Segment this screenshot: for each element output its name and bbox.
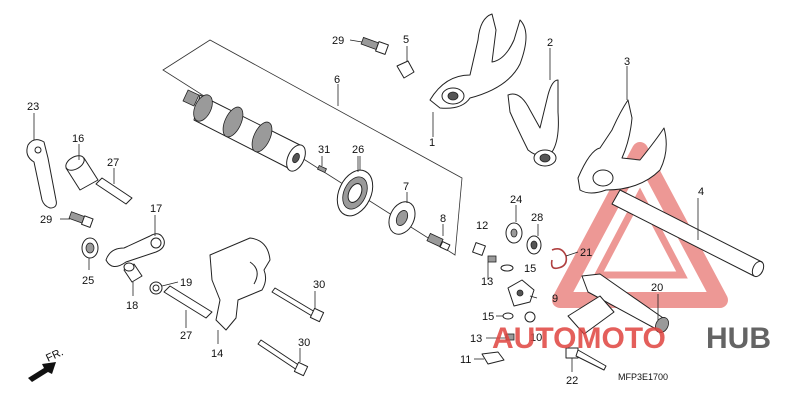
collar-16 [65, 155, 99, 191]
washer-10 [524, 311, 536, 323]
washer-24 [505, 222, 523, 244]
watermark-text-b: HUB [706, 322, 771, 355]
bracket-hole [34, 146, 42, 154]
callout-13a: 13 [481, 276, 493, 288]
return-spring [149, 281, 163, 295]
callout-11: 11 [460, 354, 471, 366]
clip-11 [481, 351, 505, 365]
callout-14: 14 [211, 348, 223, 360]
callout-4: 4 [698, 186, 704, 198]
bracket-23 [26, 139, 57, 209]
callout-17: 17 [150, 203, 162, 215]
diagram-code: MFP3E1700 [618, 372, 668, 382]
callout-18: 18 [126, 300, 138, 312]
bearing [336, 169, 374, 217]
part-13-lower [505, 333, 515, 341]
callout-7: 7 [403, 181, 409, 193]
callout-27b: 27 [180, 330, 192, 342]
drum-center [388, 201, 416, 235]
washer-25 [81, 237, 99, 259]
pin [316, 164, 328, 174]
drum-center-bolt [426, 232, 451, 251]
callout-20: 20 [651, 282, 663, 294]
gearshift-spindle [567, 273, 669, 335]
bolt-30-upper [271, 287, 325, 323]
pin-27-upper [95, 177, 133, 205]
spring-21 [550, 248, 568, 270]
callout-29a: 29 [332, 35, 344, 47]
callout-13b: 13 [470, 333, 482, 345]
bolt-top [360, 36, 389, 55]
callout-6: 6 [334, 74, 340, 86]
callout-15a: 15 [524, 263, 536, 275]
callout-19: 19 [180, 277, 192, 289]
front-direction-arrow-icon [28, 362, 56, 382]
callout-5: 5 [403, 34, 409, 46]
guide-plate [209, 237, 271, 331]
callout-10: 10 [530, 332, 542, 344]
shift-fork-3 [577, 99, 667, 194]
collar-28 [526, 235, 542, 255]
callout-3: 3 [624, 56, 630, 68]
part-13-upper [487, 255, 497, 263]
callout-29b: 29 [40, 214, 52, 226]
callout-30a: 30 [313, 279, 325, 291]
stopper-arm [105, 233, 165, 267]
shift-fork-1 [429, 13, 527, 109]
callout-21: 21 [580, 247, 592, 259]
stopper-plate [396, 60, 415, 79]
fork-shaft [611, 189, 765, 278]
shift-spindle-arm [507, 279, 535, 307]
shift-drum [182, 89, 306, 172]
collar-18 [123, 262, 143, 283]
direction-label: FR. [44, 346, 65, 364]
shift-fork-2 [507, 79, 559, 167]
callout-15b: 15 [482, 311, 494, 323]
part-callouts: 1 2 3 4 5 6 7 8 9 10 11 12 13 13 14 15 1… [27, 34, 704, 387]
callout-30b: 30 [298, 337, 310, 349]
drum-assembly-frame [162, 39, 463, 256]
callout-1: 1 [429, 137, 435, 149]
spring-15-lower [502, 312, 514, 320]
bolt-left [68, 211, 94, 228]
callout-8: 8 [440, 213, 446, 225]
callout-12: 12 [476, 220, 488, 232]
callout-2: 2 [547, 37, 553, 49]
callout-9: 9 [552, 293, 558, 305]
callout-16: 16 [72, 133, 84, 145]
stopper-arm-roller [150, 237, 162, 249]
watermark-text-a: AUTOMOTO [492, 322, 666, 355]
spring-15-upper [500, 264, 514, 272]
callout-27a: 27 [107, 157, 119, 169]
pin-27-lower [163, 285, 213, 319]
bolt-30-lower [257, 339, 309, 377]
watermark-text: AUTOMOTO HUB [492, 322, 771, 355]
callout-22: 22 [566, 375, 578, 387]
callout-26: 26 [352, 144, 364, 156]
leader-lines [33, 39, 699, 372]
callout-28: 28 [531, 212, 543, 224]
callout-23: 23 [27, 101, 39, 113]
spindle-pin-22 [565, 347, 607, 371]
callout-24: 24 [510, 194, 522, 206]
callout-25: 25 [82, 275, 94, 287]
callout-31: 31 [318, 144, 330, 156]
part-12 [472, 242, 486, 256]
